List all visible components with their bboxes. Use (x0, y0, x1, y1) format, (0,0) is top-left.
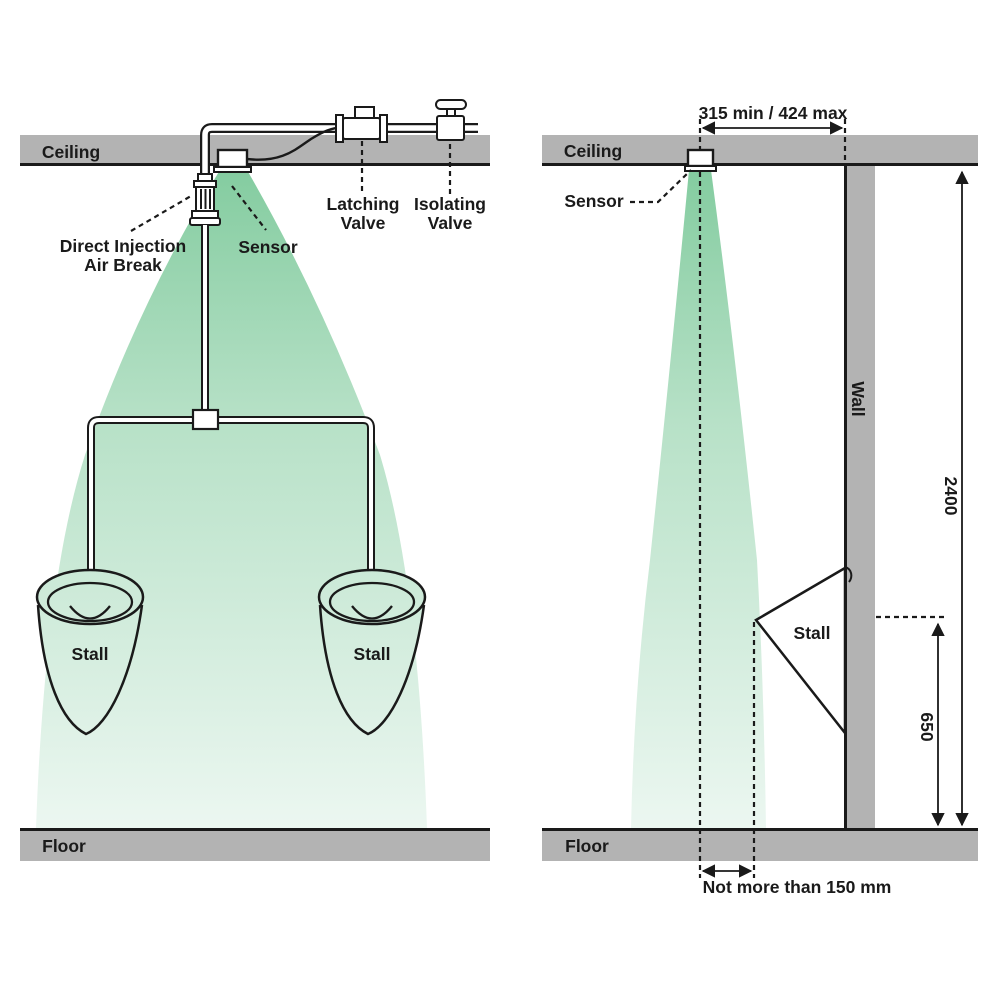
air-break-ribs (200, 189, 211, 209)
ceiling-edge-side (542, 163, 978, 166)
sensor-leader-side (630, 169, 692, 204)
supply-pipe-bore (202, 125, 478, 176)
latching-valve (335, 106, 388, 143)
latching-valve-flange-right (379, 114, 388, 143)
air-break-collar-upper (191, 210, 219, 219)
sensor-cable (246, 125, 345, 161)
air-break-connector (197, 173, 213, 182)
air-break-label-line1: Direct Injection (60, 236, 186, 256)
isolating-valve-label-line1: Isolating (414, 194, 486, 214)
branch-pipes-bore (89, 418, 373, 570)
ceiling-label-front: Ceiling (42, 142, 100, 162)
urinal-left-drain (69, 605, 111, 620)
dim-ceiling-height-label: 2400 (941, 477, 961, 516)
isolating-valve-body (436, 115, 465, 141)
floor-edge-side (542, 828, 978, 831)
urinal-left-bowl (46, 581, 134, 623)
latching-valve-label-line1: Latching (327, 194, 400, 214)
air-break-label-line2: Air Break (84, 255, 162, 275)
urinal-left: Stall (35, 568, 145, 736)
urinal-left-body (36, 604, 144, 736)
floor-edge-front (20, 828, 490, 831)
stall-side-label: Stall (794, 623, 831, 643)
stall-side-profile (754, 565, 847, 737)
wall-face-edge (844, 166, 847, 828)
sensor-front (213, 148, 252, 173)
air-break-collar-lower (189, 217, 221, 226)
sensor-leader-front (231, 185, 267, 231)
urinal-right: Stall (317, 568, 427, 736)
sensor-label-front: Sensor (238, 237, 298, 257)
ceiling-band-side (542, 135, 978, 163)
stall-side: Stall (754, 565, 853, 737)
latching-valve-body (342, 117, 381, 140)
dim-beam-at-floor-label: Not more than 150 mm (703, 877, 892, 897)
ceiling-label-side: Ceiling (564, 141, 622, 161)
latching-valve-flange-left (335, 114, 344, 143)
urinal-left-rim (35, 568, 145, 626)
air-break-leader (130, 195, 192, 232)
wall-band (845, 166, 875, 828)
urinal-right-rim (317, 568, 427, 626)
dim-sensor-to-wall-label: 315 min / 424 max (699, 103, 848, 123)
sensor-box-side (686, 148, 715, 168)
latching-valve-label-line2: Valve (341, 213, 386, 233)
side-view: Stall 315 min / 424 max Ceiling Sensor W… (542, 103, 978, 897)
floor-band-front (20, 831, 490, 861)
floor-label-side: Floor (565, 836, 609, 856)
ceiling-band-front (20, 135, 490, 163)
floor-label-front: Floor (42, 836, 86, 856)
ceiling-edge-front (20, 163, 490, 166)
isolating-valve-label-line2: Valve (428, 213, 473, 233)
sensor-plate-side (684, 165, 717, 172)
urinal-right-drain (351, 605, 393, 620)
stall-left-label: Stall (72, 644, 109, 664)
spray-cone-side (631, 170, 766, 828)
sensor-side (684, 148, 717, 172)
stall-right-label: Stall (354, 644, 391, 664)
urinal-right-bowl (328, 581, 416, 623)
floor-band-side (542, 831, 978, 861)
urinal-right-body (318, 604, 426, 736)
dim-stall-height-label: 650 (917, 712, 937, 741)
isolating-valve (435, 99, 467, 141)
isolating-valve-handle (435, 99, 467, 110)
sensor-plate-front (213, 166, 252, 173)
front-view: Stall Stall Ceiling Floor Direct Injecti… (20, 99, 490, 861)
wall-label: Wall (848, 381, 868, 416)
sensor-label-side: Sensor (564, 191, 624, 211)
sensor-box-front (216, 148, 249, 169)
stall-mount-bracket (844, 566, 853, 583)
tee-junction (191, 408, 220, 431)
